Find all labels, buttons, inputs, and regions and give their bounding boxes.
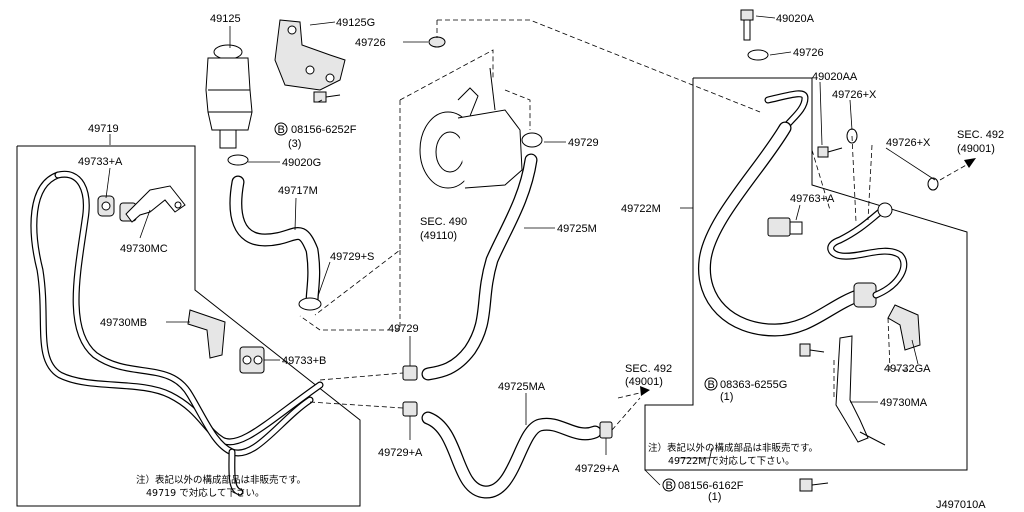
label-49733a: 49733+A [78,156,123,168]
leader-lines [105,15,936,486]
pressure-sensor-49763a [767,217,803,237]
label-49732ga: 49732GA [884,363,931,375]
label-49725ma: 49725MA [498,381,546,393]
label-49726x-1: 49726+X [832,89,877,101]
clamp-49729-mid [402,365,418,381]
bolt-49020a [740,9,754,41]
arrow-to-sec492-mid [617,386,650,399]
bracket-49730mc [125,185,186,223]
clamp-49729s [298,297,322,311]
clamp-49729-top [521,132,543,148]
bolt-08363-6255g [799,343,825,357]
bolt-prefix-b: B [708,379,715,391]
section-ref-sec492-right-sub: (49001) [957,143,995,155]
washer-49726x-2 [927,177,939,191]
bolt-number: 08156-6252F [291,124,357,136]
reservoir-49125 [205,44,253,149]
tube-assembly-49719 [30,170,324,496]
clamp-49020g [227,154,249,166]
label-49722m: 49722M [621,203,661,215]
washer-49726-right [747,49,769,61]
bolt-qty: (3) [288,138,301,150]
arrow-to-sec492-right [939,158,976,181]
oil-pump-sec490 [419,67,523,189]
clamp-49729a-right [599,421,613,439]
section-ref-sec492-right: SEC. 492 [957,129,1004,141]
label-49730ma: 49730MA [880,397,928,409]
label-49729-top: 49729 [568,137,599,149]
bracket-49730ma [835,335,886,446]
bracket-49730mb [187,309,226,359]
label-49729s: 49729+S [330,251,374,263]
label-49730mc: 49730MC [120,243,168,255]
hose-49725ma [421,411,602,499]
label-49020aa: 49020AA [812,71,858,83]
section-ref-sec492-mid: SEC. 492 [625,363,672,375]
dashed-connection-lines [299,19,910,431]
bolt-qty: (1) [720,391,733,403]
left-assembly-boundary [16,145,361,507]
clamp-49732ga [887,304,921,351]
label-49719: 49719 [88,123,119,135]
hose-49722m [697,90,908,337]
label-49726-right: 49726 [793,47,824,59]
label-49729-mid: 49729 [388,323,419,335]
bracket-49125g [274,19,346,91]
label-49730mb: 49730MB [100,317,147,329]
hose-49717m [229,175,321,309]
label-49726-top: 49726 [355,37,386,49]
label-49726x-2: 49726+X [886,137,931,149]
label-49729a-1: 49729+A [378,447,423,459]
label-bolt-08156-6162f: B 08156-6162F (1) [662,478,744,503]
bolt-prefix-b: B [666,480,673,492]
label-49020a: 49020A [776,13,815,25]
label-49125g: 49125G [336,17,375,29]
label-49125: 49125 [210,13,241,25]
bolt-08156-6252f [313,91,341,103]
label-49717m: 49717M [278,185,318,197]
label-49763a: 49763+A [790,193,835,205]
bolt-number: 08363-6255G [720,379,787,391]
section-ref-sec490: SEC. 490 [420,216,467,228]
label-49729a-2: 49729+A [575,463,620,475]
clamp-49729a-left [402,401,418,417]
label-49733b: 49733+B [282,355,326,367]
clamp-49733b [239,346,265,374]
section-ref-sec490-sub: (49110) [420,230,457,242]
note-right-line1: 注）表記以外の構成部品は非販売です。 [648,442,818,454]
label-49725m: 49725M [557,223,597,235]
bolt-prefix-b: B [278,124,285,136]
bolt-49020aa [817,146,843,158]
bolt-number: 08156-6162F [678,480,744,492]
bolt-qty: (1) [708,491,721,503]
label-bolt-08363-6255g: B 08363-6255G (1) [704,377,787,403]
bolt-08156-6162f [799,478,829,492]
diagram-code: J497010A [936,499,986,511]
label-49020g: 49020G [282,157,321,169]
hose-49725m [421,153,538,381]
note-right-line2: 49722M で対応して下さい。 [668,455,795,467]
section-ref-sec492-mid-sub: (49001) [625,376,663,388]
note-left-line1: 注）表記以外の構成部品は非販売です。 [136,474,306,486]
washer-49726-top [428,36,446,48]
label-bolt-08156-6252f: B 08156-6252F (3) [274,122,357,150]
note-left-line2: 49719 で対応して下さい。 [146,487,264,499]
